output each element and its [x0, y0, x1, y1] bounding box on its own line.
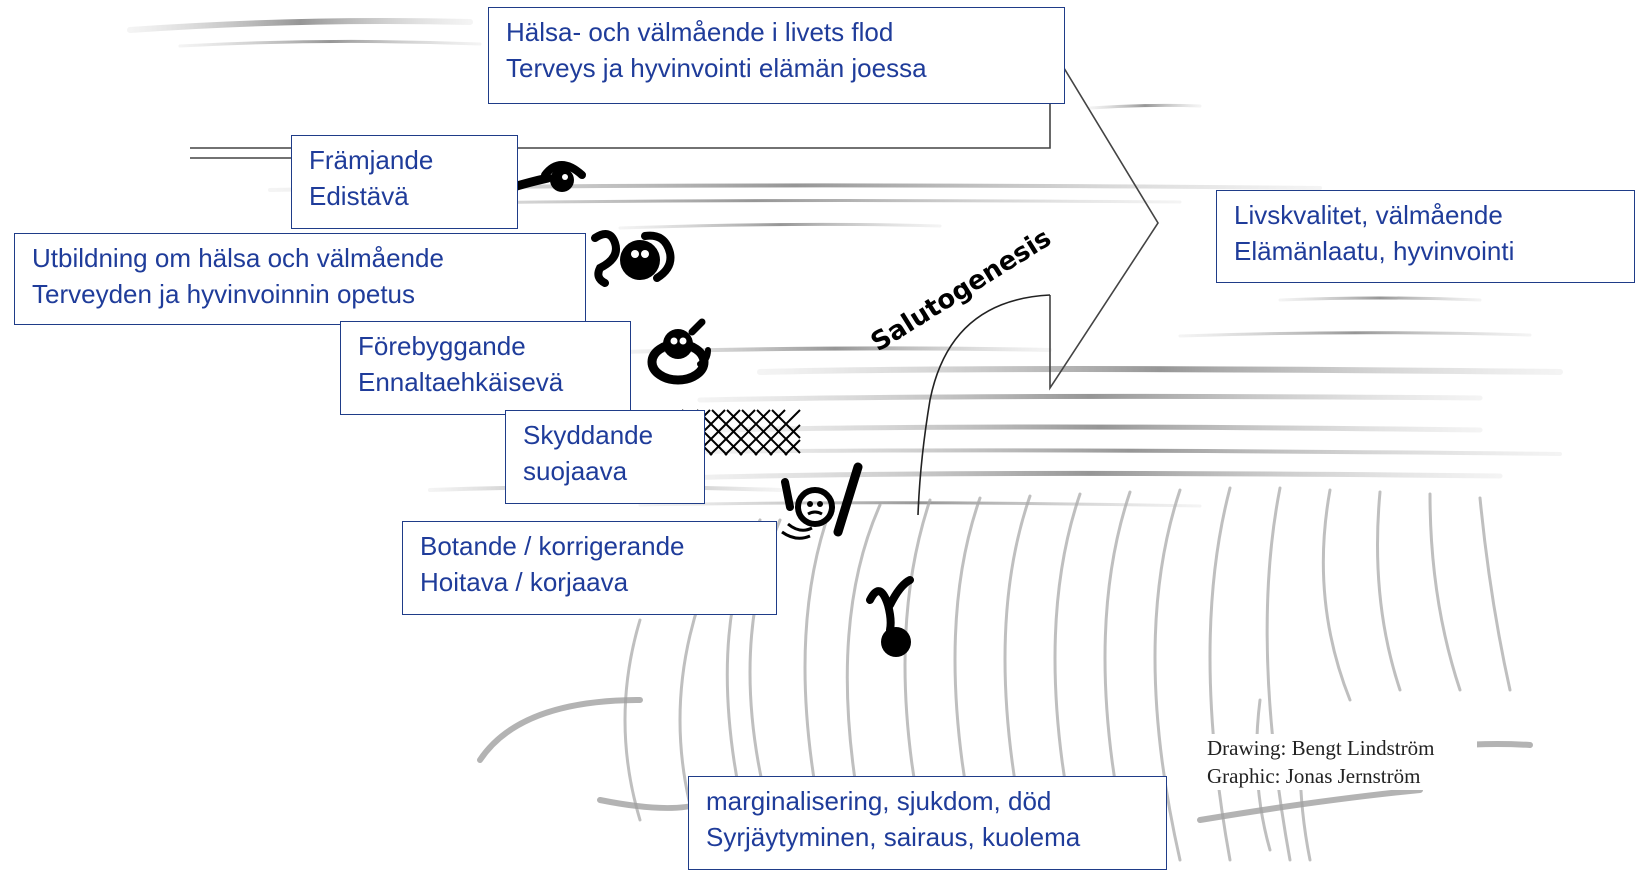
title-line-fi: Terveys ja hyvinvointi elämän joessa [506, 53, 927, 83]
marginalization-box: marginalisering, sjukdom, död Syrjäytymi… [688, 776, 1167, 870]
quality-of-life-box: Livskvalitet, välmående Elämänlaatu, hyv… [1216, 190, 1635, 283]
education-box: Utbildning om hälsa och välmående Tervey… [14, 233, 586, 325]
education-line-fi: Terveyden ja hyvinvoinnin opetus [32, 279, 416, 309]
promoting-line-sv: Främjande [309, 145, 434, 175]
preventive-box: Förebyggande Ennaltaehkäisevä [340, 321, 631, 415]
curative-box: Botande / korrigerande Hoitava / korjaav… [402, 521, 777, 615]
protective-line-sv: Skyddande [523, 420, 654, 450]
quality-line-fi: Elämänlaatu, hyvinvointi [1234, 236, 1515, 266]
title-box: Hälsa- och välmående i livets flod Terve… [488, 7, 1065, 104]
promoting-box: Främjande Edistävä [291, 135, 518, 229]
drowning-person-icon [781, 462, 863, 540]
credits: Drawing: Bengt Lindström Graphic: Jonas … [1207, 734, 1477, 790]
river-streaks [127, 18, 1563, 508]
protective-line-fi: suojaava [523, 456, 628, 486]
marginal-line-fi: Syrjäytyminen, sairaus, kuolema [706, 822, 1081, 852]
salutogenesis-arrow [190, 42, 1159, 391]
education-line-sv: Utbildning om hälsa och välmående [32, 243, 444, 273]
lifebuoy-person-icon [647, 318, 711, 385]
salutogenesis-label: Salutogenesis [866, 223, 1057, 358]
curative-line-fi: Hoitava / korjaava [420, 567, 629, 597]
falling-person-icon [866, 576, 914, 657]
swimming-person-icon [591, 230, 675, 287]
title-line-sv: Hälsa- och välmående i livets flod [506, 17, 894, 47]
graphic-credit: Graphic: Jonas Jernström [1207, 764, 1421, 788]
marginal-line-sv: marginalisering, sjukdom, död [706, 786, 1052, 816]
preventive-line-fi: Ennaltaehkäisevä [358, 367, 564, 397]
arrow-lower-edge [917, 294, 1051, 516]
protective-box: Skyddande suojaava [505, 410, 705, 504]
curative-line-sv: Botande / korrigerande [420, 531, 685, 561]
promoting-line-fi: Edistävä [309, 181, 409, 211]
preventive-line-sv: Förebyggande [358, 331, 526, 361]
drawing-credit: Drawing: Bengt Lindström [1207, 736, 1435, 760]
quality-line-sv: Livskvalitet, välmående [1234, 200, 1503, 230]
